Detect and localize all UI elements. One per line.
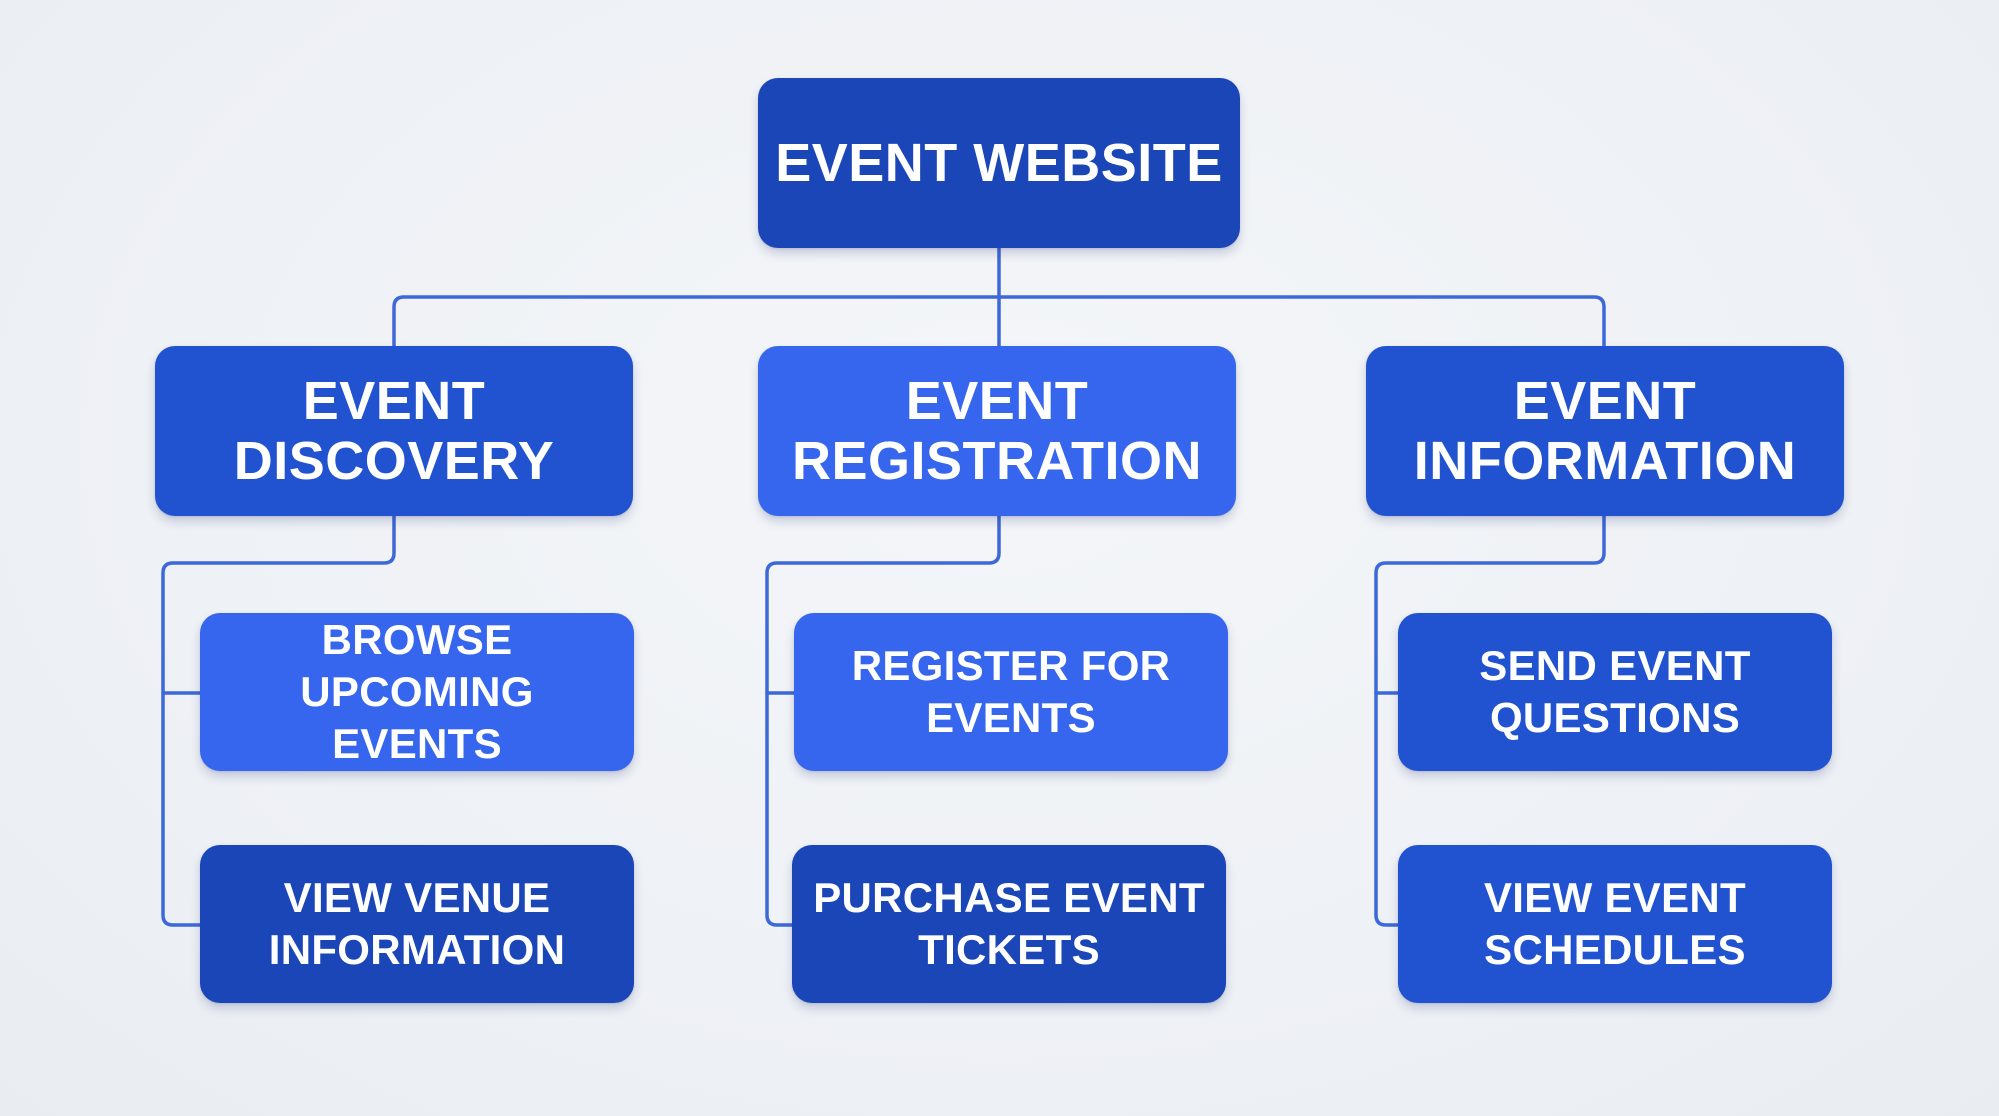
category-node-event-discovery: EVENT DISCOVERY xyxy=(155,346,633,516)
category-node-event-information: EVENT INFORMATION xyxy=(1366,346,1844,516)
leaf-node-view-event-schedules: VIEW EVENT SCHEDULES xyxy=(1398,845,1832,1003)
category-node-event-registration: EVENT REGISTRATION xyxy=(758,346,1236,516)
leaf-node-view-venue-information: VIEW VENUE INFORMATION xyxy=(200,845,634,1003)
leaf-node-purchase-event-tickets: PURCHASE EVENT TICKETS xyxy=(792,845,1226,1003)
connector-cat-3-branch xyxy=(1374,514,1606,927)
connector-cat-1-branch xyxy=(161,514,396,927)
leaf-node-register-for-events: REGISTER FOR EVENTS xyxy=(794,613,1228,771)
root-node-event-website: EVENT WEBSITE xyxy=(758,78,1240,248)
connector-cat-2-branch xyxy=(765,514,1001,927)
connector-root-bar xyxy=(392,295,1606,348)
leaf-node-browse-upcoming-events: BROWSE UPCOMING EVENTS xyxy=(200,613,634,771)
leaf-node-send-event-questions: SEND EVENT QUESTIONS xyxy=(1398,613,1832,771)
